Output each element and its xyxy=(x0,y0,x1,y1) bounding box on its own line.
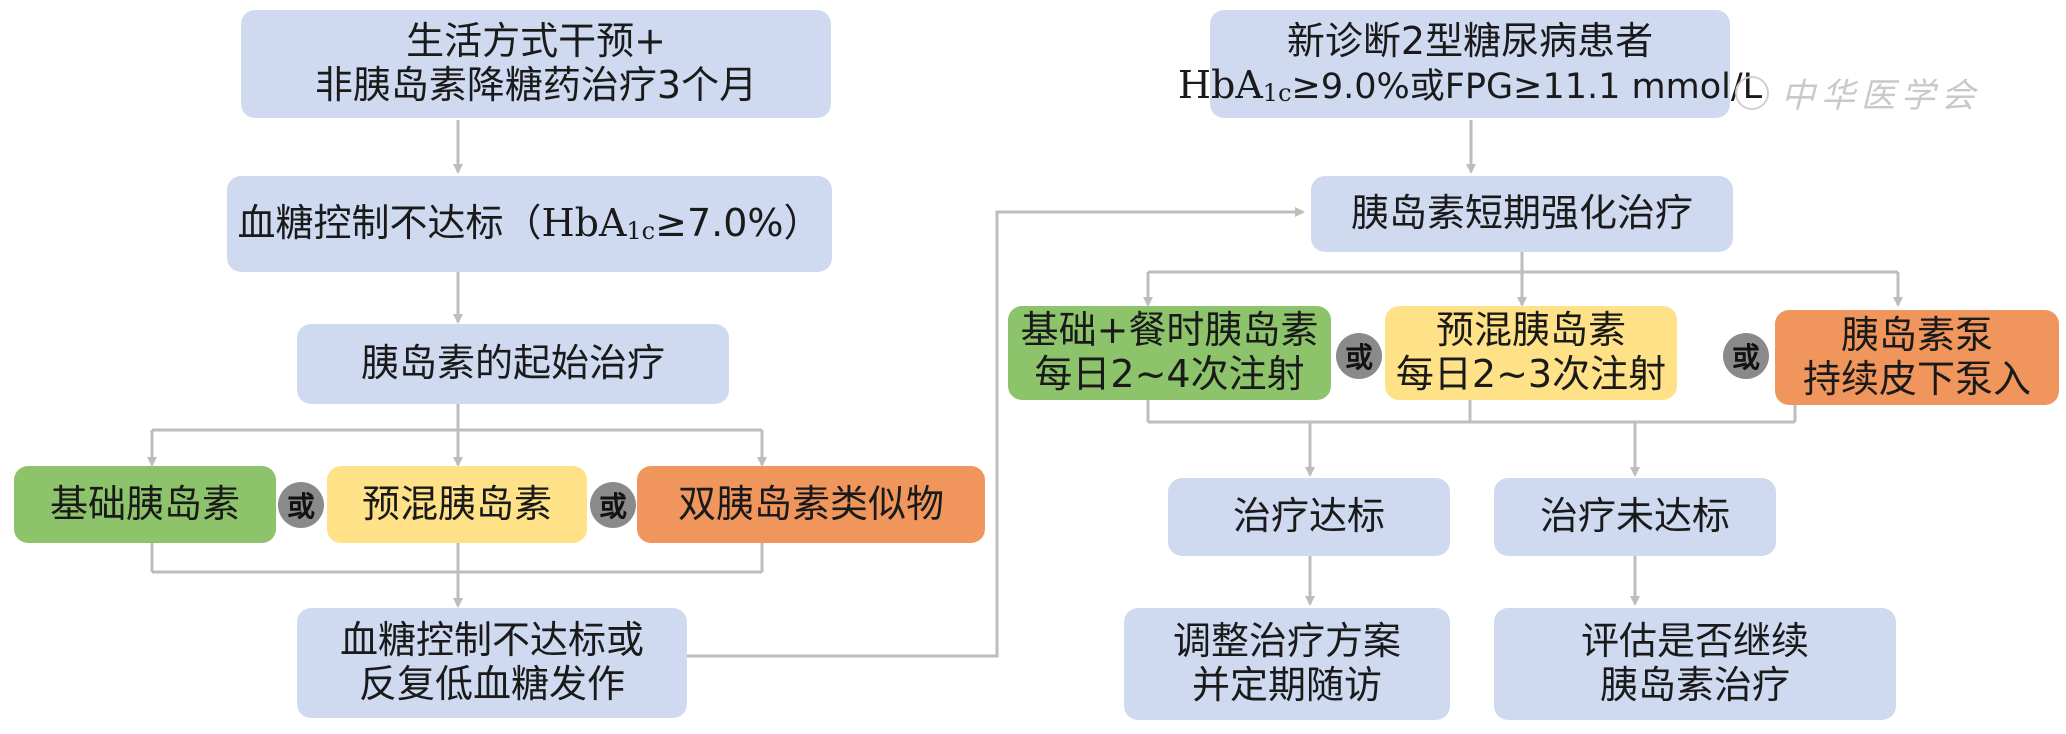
option-pump-line1: 胰岛素泵 xyxy=(1840,312,1993,357)
uncontrolled-again-box: 血糖控制不达标或 反复低血糖发作 xyxy=(297,608,687,718)
option-basal-bolus-line1: 基础+餐时胰岛素 xyxy=(1020,308,1319,353)
new-diagnosis-sub: 1c xyxy=(1262,79,1292,108)
option-basal-label: 基础胰岛素 xyxy=(49,481,240,526)
followup-unmet-line1: 评估是否继续 xyxy=(1580,619,1809,664)
uncontrolled-hba: HbA xyxy=(541,201,627,246)
option-premix-right-line1: 预混胰岛素 xyxy=(1435,308,1626,353)
option-premix: 预混胰岛素 xyxy=(327,466,587,543)
initiation-box: 胰岛素的起始治疗 xyxy=(297,324,729,404)
option-premix-label: 预混胰岛素 xyxy=(361,481,552,526)
option-premix-right: 预混胰岛素 每日2~3次注射 xyxy=(1385,306,1677,400)
or-badge-right-2: 或 xyxy=(1723,333,1769,379)
uncontrolled-box: 血糖控制不达标 （ HbA 1c ≥7.0%） xyxy=(227,176,832,272)
lifestyle-box: 生活方式干预+ 非胰岛素降糖药治疗3个月 xyxy=(241,10,831,118)
outcome-met-label: 治疗达标 xyxy=(1232,494,1385,539)
or-badge-right-1: 或 xyxy=(1336,333,1382,379)
short-term-box: 胰岛素短期强化治疗 xyxy=(1311,176,1733,252)
lifestyle-line2: 非胰岛素降糖药治疗3个月 xyxy=(314,63,758,107)
followup-met-box: 调整治疗方案 并定期随访 xyxy=(1124,608,1450,720)
outcome-unmet-box: 治疗未达标 xyxy=(1494,478,1776,556)
uncontrolled-again-line2: 反复低血糖发作 xyxy=(358,662,625,706)
or-badge-left-2: 或 xyxy=(590,482,636,528)
option-basal: 基础胰岛素 xyxy=(14,466,276,543)
option-dual-analog: 双胰岛素类似物 xyxy=(637,466,985,543)
new-diagnosis-line1: 新诊断2型糖尿病患者 xyxy=(1286,19,1654,64)
uncontrolled-paren: （ xyxy=(503,201,542,246)
uncontrolled-sub: 1c xyxy=(626,217,656,246)
or-badge-left-1: 或 xyxy=(278,482,324,528)
watermark-logo-icon xyxy=(1735,75,1769,110)
short-term-label: 胰岛素短期强化治疗 xyxy=(1350,191,1693,236)
uncontrolled-threshold: ≥7.0%） xyxy=(655,201,822,246)
option-basal-bolus-line2: 每日2~4次注射 xyxy=(1034,352,1305,396)
option-basal-bolus: 基础+餐时胰岛素 每日2~4次注射 xyxy=(1008,306,1331,400)
followup-unmet-box: 评估是否继续 胰岛素治疗 xyxy=(1494,608,1896,720)
connector-left-to-right xyxy=(687,207,1305,658)
followup-unmet-line2: 胰岛素治疗 xyxy=(1599,663,1790,707)
followup-met-line1: 调整治疗方案 xyxy=(1172,619,1401,664)
option-pump-line2: 持续皮下泵入 xyxy=(1802,356,2031,401)
new-diagnosis-box: 新诊断2型糖尿病患者 HbA 1c ≥9.0%或FPG≥11.1 mmol/L xyxy=(1178,10,1762,118)
new-diagnosis-line2: HbA 1c ≥9.0%或FPG≥11.1 mmol/L xyxy=(1177,63,1763,108)
followup-met-line2: 并定期随访 xyxy=(1191,663,1382,707)
option-pump: 胰岛素泵 持续皮下泵入 xyxy=(1775,310,2059,405)
uncontrolled-text: 血糖控制不达标 xyxy=(237,201,504,246)
new-diagnosis-hba: HbA xyxy=(1177,63,1263,107)
option-premix-right-line2: 每日2~3次注射 xyxy=(1395,352,1667,396)
lifestyle-line1: 生活方式干预+ xyxy=(406,19,666,64)
watermark-text: 中华医学会 xyxy=(1781,76,1981,116)
uncontrolled-again-line1: 血糖控制不达标或 xyxy=(339,618,644,663)
outcome-met-box: 治疗达标 xyxy=(1168,478,1450,556)
initiation-label: 胰岛素的起始治疗 xyxy=(360,341,665,386)
new-diagnosis-threshold: ≥9.0%或FPG≥11.1 mmol/L xyxy=(1291,67,1763,108)
outcome-unmet-label: 治疗未达标 xyxy=(1539,494,1730,539)
watermark: 中华医学会 xyxy=(1735,68,1981,117)
option-dual-analog-label: 双胰岛素类似物 xyxy=(677,481,944,526)
